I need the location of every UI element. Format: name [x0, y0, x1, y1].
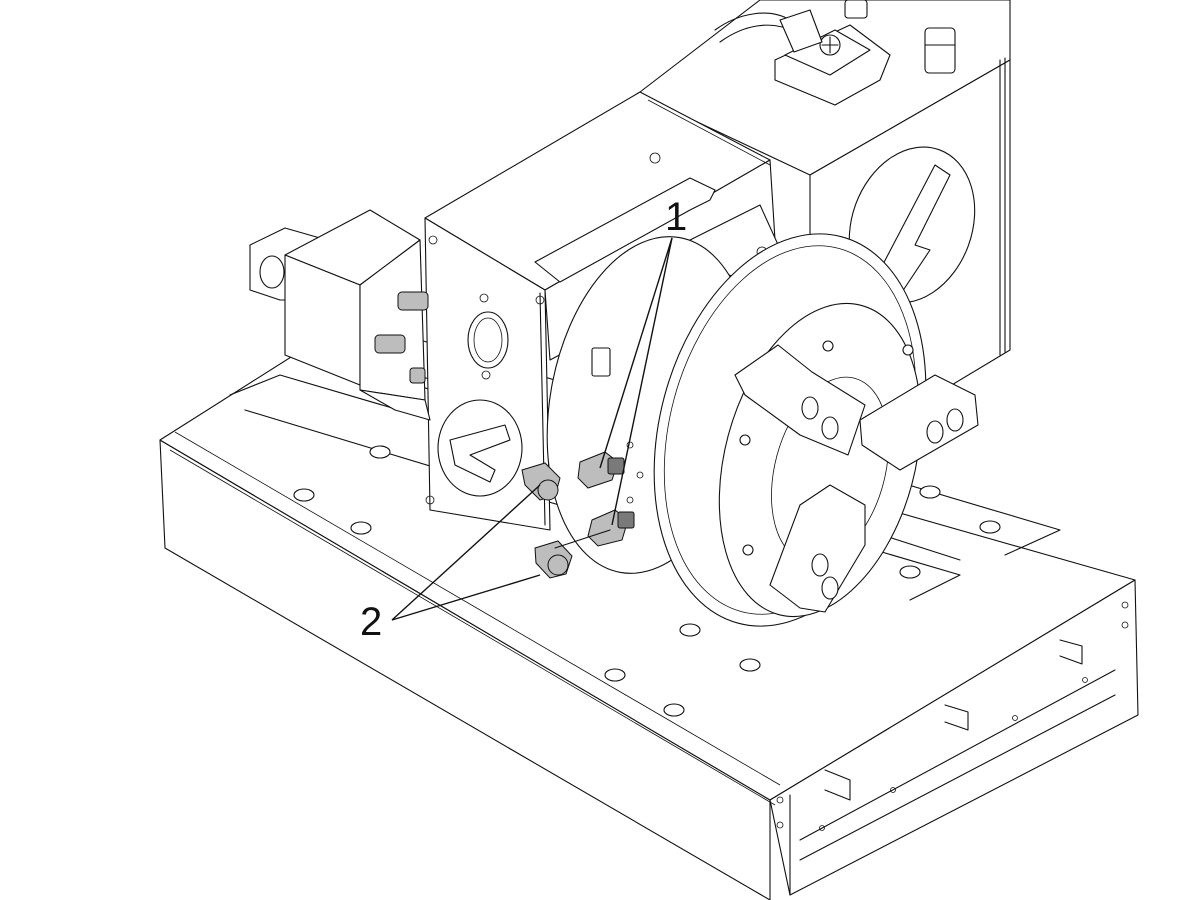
- fittings-callout-1: [577, 451, 635, 547]
- callout-1-label: 1: [665, 195, 687, 239]
- callout-1: 1: [599, 195, 687, 526]
- callout-2-leader-a: [391, 484, 541, 621]
- callout-2: 2: [360, 484, 541, 644]
- callout-2-leader-b: [391, 574, 541, 621]
- fittings-callout-2: [521, 462, 611, 579]
- chuck-jaws: [734, 344, 979, 613]
- callout-1-leader-b: [611, 237, 673, 526]
- base-mounting-holes: [293, 445, 1001, 717]
- callout-1-leader-a: [599, 237, 673, 469]
- side-fittings: [374, 291, 429, 384]
- callout-2-label: 2: [360, 600, 382, 644]
- side-block: [249, 209, 431, 421]
